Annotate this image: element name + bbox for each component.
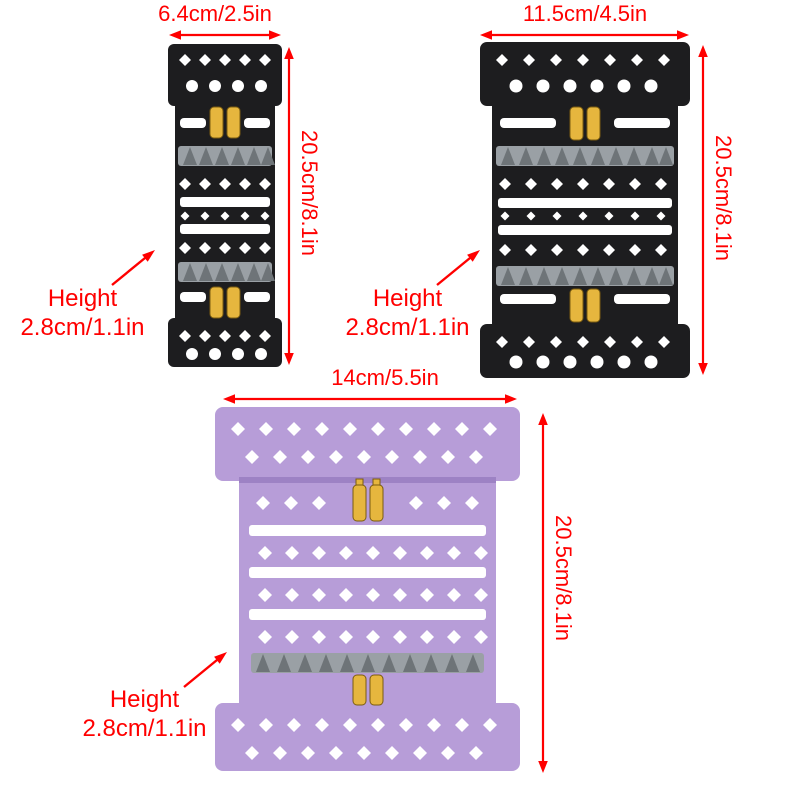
width-dimension-arrow	[223, 394, 517, 404]
height-dimension-label: 20.5cm/8.1in	[711, 135, 736, 261]
silicone-instrument-rail	[251, 653, 484, 673]
silicone-instrument-rail	[496, 146, 674, 166]
depth-label-value: 2.8cm/1.1in	[20, 313, 145, 341]
yellow-latch-clip	[209, 106, 241, 139]
yellow-latch-clip	[352, 674, 384, 706]
instrument-slats	[249, 525, 486, 620]
depth-pointer-arrow	[183, 652, 227, 688]
depth-label-value: 2.8cm/1.1in	[82, 714, 207, 742]
flange-shadow	[239, 477, 496, 483]
depth-label: Height 2.8cm/1.1in	[330, 285, 485, 343]
height-dimension-label: 20.5cm/8.1in	[297, 130, 322, 256]
large-black-cassette-photo	[480, 42, 690, 378]
width-dimension-label: 11.5cm/4.5in	[522, 1, 648, 26]
width-dimension-label: 14cm/5.5in	[331, 365, 439, 390]
width-dimension-label: 6.4cm/2.5in	[158, 1, 272, 26]
purple-cassette-photo	[215, 407, 520, 771]
silicone-instrument-rail	[178, 146, 275, 166]
silicone-instrument-rail	[178, 262, 275, 282]
vent-holes-top	[179, 54, 271, 128]
yellow-latch-clip	[209, 286, 241, 319]
depth-label: Height 2.8cm/1.1in	[5, 285, 160, 343]
silicone-instrument-rail	[496, 266, 674, 286]
height-dimension-label: 20.5cm/8.1in	[551, 515, 576, 641]
vent-holes-bottom	[496, 336, 670, 369]
depth-label-word: Height	[47, 285, 118, 312]
yellow-latch-clip	[569, 288, 601, 323]
width-dimension-arrow	[480, 30, 689, 40]
yellow-latch-clip	[569, 106, 601, 141]
vent-holes-lower	[500, 294, 670, 304]
cassette-body	[480, 42, 690, 378]
depth-label-word: Height	[372, 285, 443, 312]
depth-label-value: 2.8cm/1.1in	[345, 313, 470, 341]
depth-pointer-arrow	[111, 250, 155, 286]
vent-holes-bottom	[179, 330, 271, 360]
small-black-cassette-photo	[168, 44, 282, 367]
height-dimension-arrow	[538, 413, 548, 773]
vent-holes-top	[496, 54, 670, 128]
vent-holes-lower	[180, 292, 270, 302]
depth-label: Height 2.8cm/1.1in	[62, 686, 227, 744]
depth-label-word: Height	[109, 686, 180, 713]
vent-holes-middle	[179, 178, 271, 254]
height-dimension-arrow	[698, 45, 708, 375]
height-dimension-arrow	[284, 47, 294, 365]
depth-pointer-arrow	[436, 250, 480, 286]
width-dimension-arrow	[169, 30, 281, 40]
vent-holes-middle	[498, 178, 672, 256]
yellow-latch-clip	[352, 478, 384, 522]
